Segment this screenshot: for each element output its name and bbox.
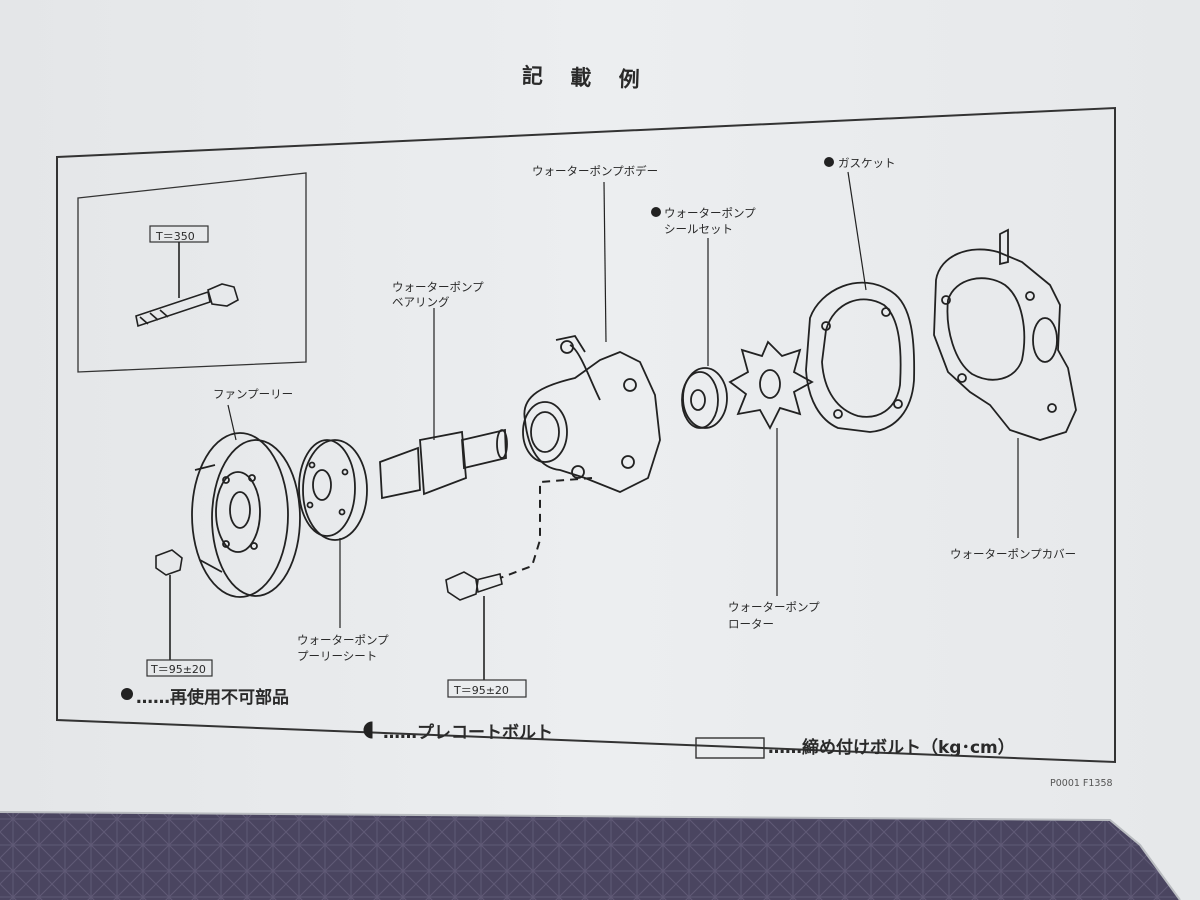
- pulley-seat-drawing: [298, 439, 368, 541]
- legend-non-reusable-parts: ……再使用不可部品: [136, 688, 289, 708]
- pump-cover-label: ウォーターポンプカバー: [950, 547, 1077, 561]
- inset-box: [77, 172, 307, 373]
- bearing-label-line1: ウォーターポンプ: [392, 280, 484, 294]
- long-bolt-drawing: [135, 242, 239, 328]
- page-code: P0001 F1358: [1050, 778, 1113, 789]
- bearing-drawing: [379, 428, 508, 500]
- fan-pulley-drawing: [191, 432, 301, 598]
- half-circle-symbol: [363, 721, 373, 739]
- small-bolt-drawing: [155, 549, 183, 660]
- pump-body-drawing: [522, 334, 661, 493]
- figure-frame: [56, 106, 1116, 764]
- filled-circle-symbol: [121, 688, 133, 700]
- left-bolt-torque-label: T＝95±20: [151, 663, 206, 676]
- gasket-drawing: [805, 281, 916, 433]
- rotor-drawing: [728, 340, 814, 430]
- inset-torque-label: T＝350: [156, 230, 195, 243]
- pump-cover-drawing: [933, 228, 1077, 441]
- legend-precoat-bolt: ……プレコートボルト: [383, 723, 553, 743]
- rotor-label-line2: ローター: [728, 617, 774, 631]
- pulley-seat-label-line1: ウォーターポンプ: [297, 633, 389, 647]
- page-title: 記 載 例: [521, 63, 650, 93]
- center-bolt-drawing: [445, 571, 503, 680]
- legend-tightening-bolt: ……締め付けボルト（kg･cm）: [768, 738, 1015, 758]
- gasket-label: ガスケット: [838, 156, 896, 170]
- seal-set-label-line2: シールセット: [664, 222, 733, 236]
- bearing-label-line2: ベアリング: [392, 295, 450, 309]
- tighten-bolt-box-symbol: [695, 737, 765, 759]
- seal-set-label-line1: ウォーターポンプ: [664, 206, 756, 220]
- fan-pulley-label: ファンプーリー: [213, 387, 294, 401]
- pulley-seat-label-line2: プーリーシート: [297, 649, 378, 663]
- seal-set-drawing: [681, 367, 728, 429]
- dashed-bolt-path: [499, 477, 593, 579]
- pump-body-label: ウォーターポンプボデー: [532, 164, 659, 178]
- center-bolt-torque-label: T＝95±20: [454, 684, 509, 697]
- rotor-label-line1: ウォーターポンプ: [728, 600, 820, 614]
